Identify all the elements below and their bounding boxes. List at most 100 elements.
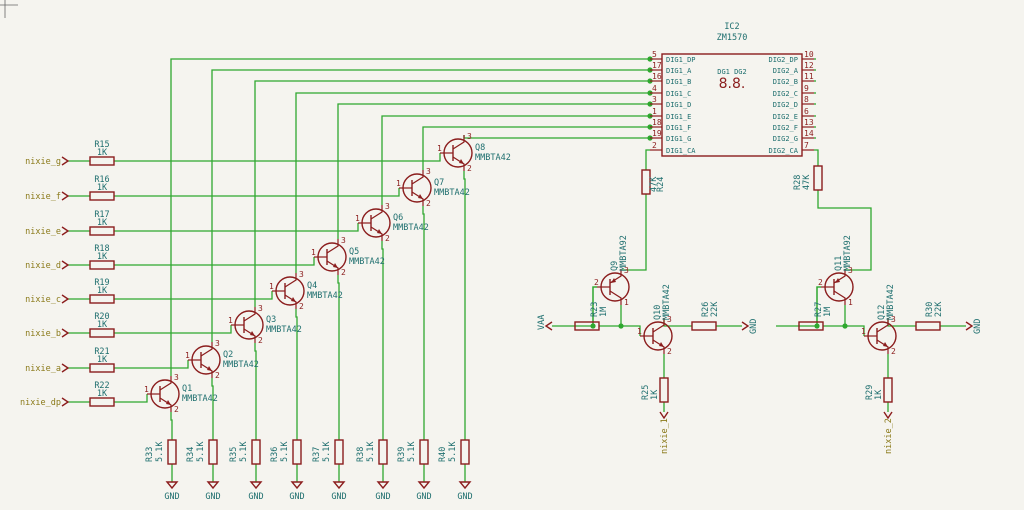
resistor-body <box>419 439 429 465</box>
ic2-pin-name: DIG1_A <box>666 67 692 75</box>
ic2-pin-name: DIG2_F <box>773 124 798 132</box>
ic2-pin-number: 14 <box>804 129 814 138</box>
resistor-value: 1K <box>650 389 660 400</box>
net-label-flag <box>61 328 70 338</box>
resistor-value: 5.1K <box>280 441 290 462</box>
wire <box>211 378 214 440</box>
resistor-value: 5.1K <box>366 441 376 462</box>
transistor-emitter-pin <box>243 328 256 343</box>
wire <box>814 149 819 166</box>
resistor-body <box>89 294 115 304</box>
wires-layer <box>68 56 966 482</box>
ic2-pin-name: DIG1_G <box>666 135 691 143</box>
resistor-ref: R26 <box>701 302 711 317</box>
transistor-arrow <box>291 297 296 302</box>
transistor-ref: Q1 <box>182 384 192 394</box>
pin-number: 3 <box>891 315 896 324</box>
transistor-value: MMBTA92 <box>619 235 629 271</box>
wire <box>295 309 298 440</box>
resistor-body <box>641 169 651 195</box>
ground-label: GND <box>416 492 431 502</box>
transistor-collector-pin <box>452 135 465 150</box>
resistor-body <box>691 321 717 331</box>
transistor-arrow <box>250 331 255 336</box>
pin-number: 1 <box>861 327 866 336</box>
resistor-ref: R20 <box>94 312 109 322</box>
net-label-flag <box>61 191 70 201</box>
ic2-pin-name: DIG1_C <box>666 90 691 98</box>
transistor-arrow <box>459 159 464 164</box>
transistor-collector-pin <box>652 318 665 333</box>
pin-number: 2 <box>299 302 304 311</box>
net-label: nixie_c <box>25 295 61 305</box>
ic2-pin-name: DIG2_G <box>773 135 798 143</box>
pin-number: 1 <box>355 214 360 223</box>
transistor-ref: Q6 <box>393 213 403 223</box>
transistor-ref: Q7 <box>434 178 444 188</box>
pin-number: 3 <box>467 132 472 141</box>
resistor-value: 1K <box>97 218 108 228</box>
pin-number: 1 <box>396 179 401 188</box>
ic2-pin-name: DIG1_E <box>666 113 691 121</box>
ic2-ref: IC2 <box>724 22 739 32</box>
ic2-pin-name: DIG1_F <box>666 124 691 132</box>
resistor-value: 1K <box>97 389 108 399</box>
pin-number: 3 <box>341 236 346 245</box>
ic2-pin-number: 18 <box>652 118 662 127</box>
pin-number: 1 <box>624 298 629 307</box>
resistor-body <box>798 321 824 331</box>
resistor-ref: R21 <box>94 347 109 357</box>
ic2-display-digits: 8.8. <box>719 76 746 92</box>
transistor-collector-pin <box>200 342 213 357</box>
resistor-ref: R39 <box>397 447 407 462</box>
transistor-collector-pin <box>609 290 622 305</box>
resistor-value: 1K <box>97 355 108 365</box>
ic2-pin-number: 7 <box>804 141 809 150</box>
transistor-value: MMBTA42 <box>434 188 470 198</box>
transistor-arrow <box>166 400 171 405</box>
transistor-arrow <box>835 278 840 283</box>
transistor-ref: Q2 <box>223 350 233 360</box>
resistor-value: 5.1K <box>448 441 458 462</box>
resistor-body <box>89 363 115 373</box>
ground-flag <box>965 321 974 331</box>
pin-number: 3 <box>299 270 304 279</box>
ground-label: GND <box>749 319 759 334</box>
resistor-body <box>378 439 388 465</box>
resistor-body <box>813 165 823 191</box>
wire <box>381 241 384 440</box>
pin-number: 1 <box>848 298 853 307</box>
pin-number: 3 <box>667 315 672 324</box>
resistor-ref: R37 <box>312 447 322 462</box>
resistor-ref: R28 <box>793 175 803 190</box>
net-label-flag <box>61 156 70 166</box>
wire <box>337 275 340 440</box>
resistor-ref: R19 <box>94 278 109 288</box>
resistor-ref: R35 <box>229 447 239 462</box>
resistor-body <box>89 260 115 270</box>
ground-symbol <box>249 481 263 490</box>
transistor-emitter-pin <box>411 191 424 206</box>
transistor-collector-pin <box>411 170 424 185</box>
transistor-ref: Q9 <box>610 261 620 271</box>
resistor-ref: R18 <box>94 244 109 254</box>
net-label: nixie_dp <box>20 398 61 408</box>
transistor-value: MMBTA42 <box>886 284 896 320</box>
resistor-body <box>883 377 893 403</box>
wire <box>463 171 466 440</box>
ic2-value: ZM1570 <box>717 33 748 43</box>
pin-number: 1 <box>437 144 442 153</box>
transistor-collector-pin <box>833 290 846 305</box>
ground-symbol <box>417 481 431 490</box>
wire <box>776 286 821 327</box>
sheet-corner-mark <box>0 0 18 18</box>
pin-number: 3 <box>215 339 220 348</box>
power-label: VAA <box>537 315 547 330</box>
resistor-ref: R25 <box>641 385 651 400</box>
junction-dot <box>590 323 596 329</box>
ic2-pin-number: 12 <box>804 61 814 70</box>
ic2-pin-name: DIG1_D <box>666 101 691 109</box>
pin-number: 2 <box>594 278 599 287</box>
pin-number: 2 <box>467 164 472 173</box>
